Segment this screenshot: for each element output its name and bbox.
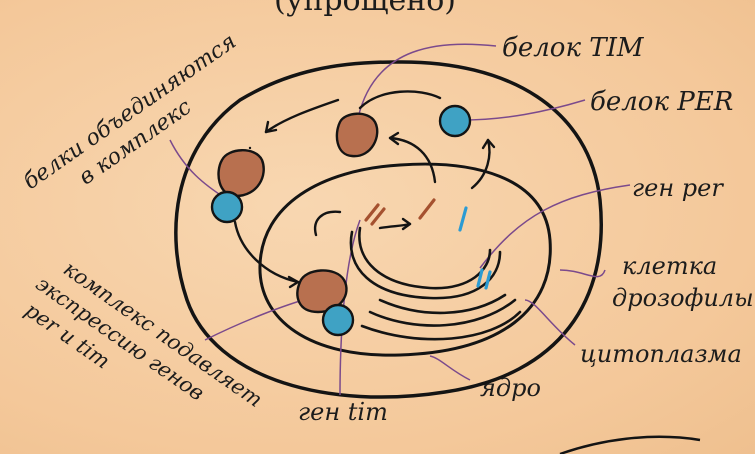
title-fragment: (упрощено): [274, 0, 456, 18]
label-nucleus: ядро: [480, 374, 541, 402]
label-per-protein: белок PER: [590, 87, 733, 117]
label-tim-gene: ген tim: [298, 398, 388, 426]
per-protein-complex: [323, 305, 353, 335]
tim-gene-marks: [366, 200, 434, 224]
label-tim-protein: белок TIM: [502, 33, 645, 63]
tim-protein-left: [219, 150, 264, 196]
per-protein-top: [440, 106, 470, 136]
label-cytoplasm: цитоплазма: [580, 340, 742, 368]
label-cell: клетка дрозофилы: [612, 252, 754, 312]
label-per-gene: ген per: [632, 174, 724, 202]
dna-strands: [351, 228, 520, 339]
leader-lines: [170, 44, 630, 395]
label-complex-suppresses: комплекс подавляет экспрессию генов per …: [16, 248, 273, 454]
per-protein-left: [212, 192, 242, 222]
decorative-stroke: [560, 437, 700, 454]
nucleus-membrane: [260, 164, 550, 355]
tim-protein-top: [337, 114, 377, 156]
